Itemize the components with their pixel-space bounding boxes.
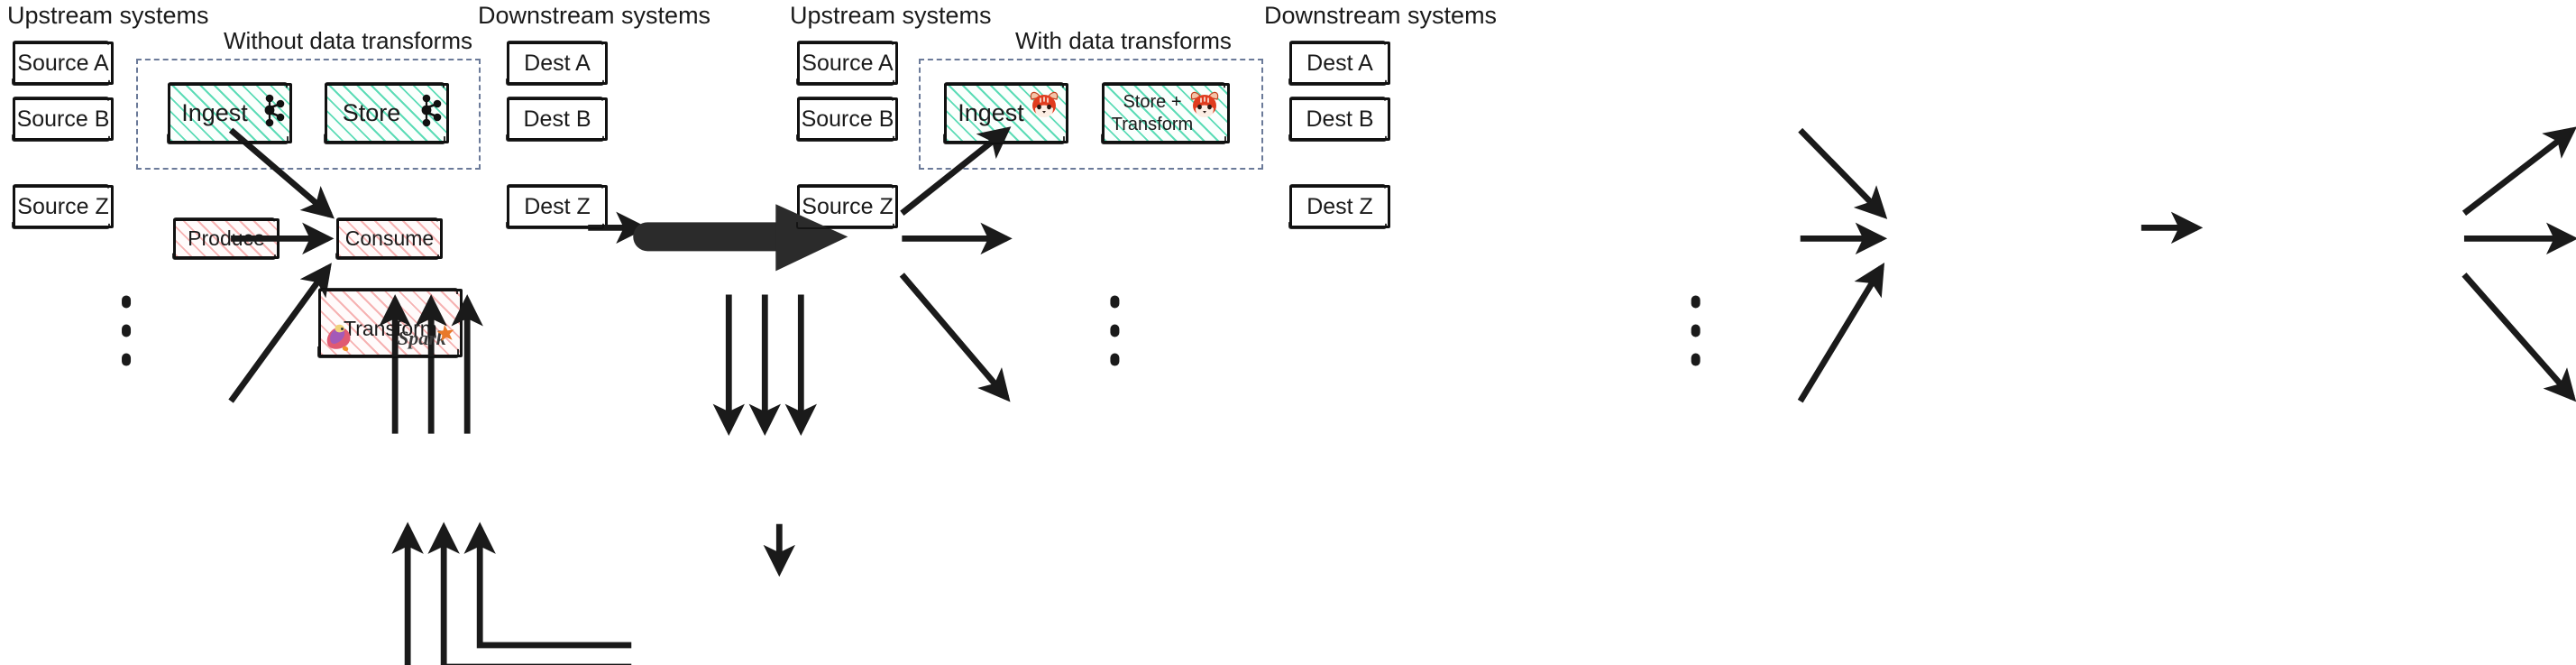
right-panel-title: With data transforms bbox=[1015, 27, 1232, 54]
left-produce-label: Produce bbox=[188, 226, 265, 250]
left-panel-title: Without data transforms bbox=[224, 27, 472, 54]
kafka-icon bbox=[417, 93, 444, 129]
svg-text:Spark: Spark bbox=[398, 327, 446, 349]
right-downstream-label: Downstream systems bbox=[1264, 2, 1498, 29]
left-source-b-label: Source B bbox=[16, 106, 110, 132]
right-dest-z-box[interactable]: Dest Z bbox=[1289, 185, 1390, 228]
right-boundary-region bbox=[919, 59, 1263, 170]
left-downstream-label: Downstream systems bbox=[478, 2, 711, 29]
right-source-a-box[interactable]: Source A bbox=[797, 42, 898, 85]
left-dest-z-box[interactable]: Dest Z bbox=[507, 185, 608, 228]
left-consume-label: Consume bbox=[344, 226, 435, 250]
left-stage-store-label: Store bbox=[342, 99, 401, 126]
left-upstream-label: Upstream systems bbox=[7, 2, 209, 29]
right-dest-b-box[interactable]: Dest B bbox=[1289, 97, 1390, 141]
right-source-z-box[interactable]: Source Z bbox=[797, 185, 898, 228]
right-dest-z-label: Dest Z bbox=[1306, 193, 1373, 219]
left-source-b-box[interactable]: Source B bbox=[13, 97, 114, 141]
right-source-b-label: Source B bbox=[801, 106, 894, 132]
left-produce-box[interactable]: Produce bbox=[173, 218, 280, 259]
right-stage-ingest-label: Ingest bbox=[958, 99, 1024, 126]
left-dest-z-label: Dest Z bbox=[524, 193, 591, 219]
left-stage-ingest-label: Ingest bbox=[181, 99, 248, 126]
right-stage-store-transform-line2: Transform bbox=[1111, 114, 1194, 134]
left-dest-a-box[interactable]: Dest A bbox=[507, 42, 608, 85]
left-source-z-label: Source Z bbox=[17, 193, 109, 219]
left-source-a-label: Source A bbox=[17, 50, 109, 76]
left-dest-b-box[interactable]: Dest B bbox=[507, 97, 608, 141]
right-dest-a-label: Dest A bbox=[1306, 50, 1373, 76]
left-source-z-box[interactable]: Source Z bbox=[13, 185, 114, 228]
left-dest-a-label: Dest A bbox=[524, 50, 591, 76]
left-dest-b-label: Dest B bbox=[523, 106, 591, 132]
left-stage-store-box[interactable]: Store bbox=[325, 83, 449, 143]
spark-icon: Spark bbox=[398, 323, 457, 354]
right-dest-a-box[interactable]: Dest A bbox=[1289, 42, 1390, 85]
kafka-icon bbox=[260, 93, 287, 129]
right-stage-store-transform-line1: Store + bbox=[1123, 91, 1182, 112]
right-upstream-label: Upstream systems bbox=[790, 2, 992, 29]
flink-icon bbox=[323, 322, 359, 353]
redpanda-icon bbox=[1028, 90, 1060, 119]
right-source-z-label: Source Z bbox=[802, 193, 894, 219]
redpanda-icon bbox=[1188, 90, 1221, 119]
left-consume-box[interactable]: Consume bbox=[336, 218, 443, 259]
right-source-a-label: Source A bbox=[802, 50, 894, 76]
left-source-a-box[interactable]: Source A bbox=[13, 42, 114, 85]
right-source-b-box[interactable]: Source B bbox=[797, 97, 898, 141]
right-dest-b-label: Dest B bbox=[1306, 106, 1374, 132]
